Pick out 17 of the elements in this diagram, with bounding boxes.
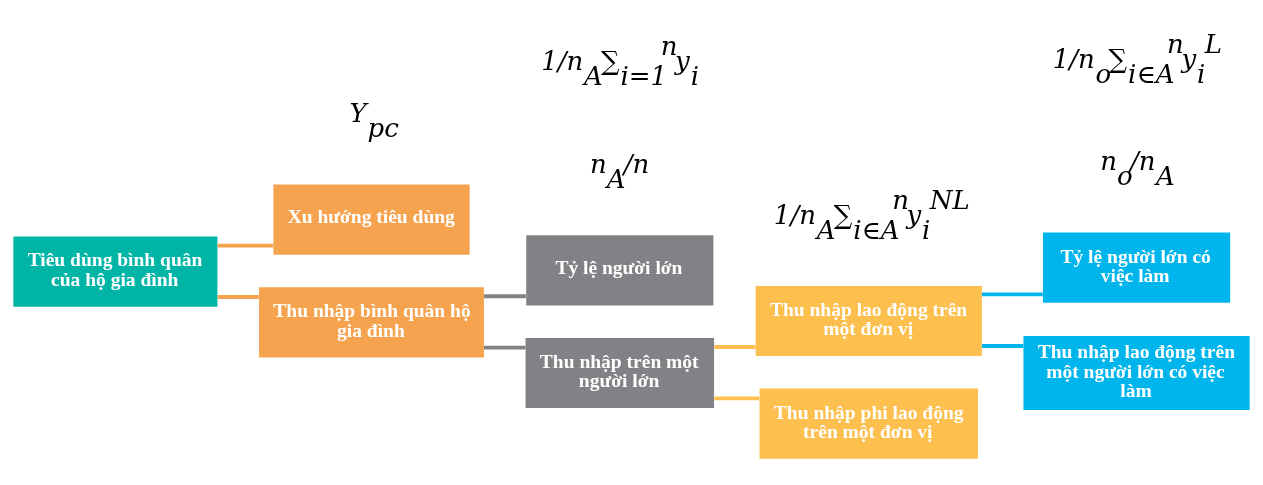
connector bbox=[217, 294, 259, 299]
connector bbox=[484, 293, 526, 298]
node-box: Tỷ lệ người lớn có việc làm bbox=[1042, 232, 1231, 303]
node-box: Thu nhập trên một người lớn bbox=[525, 337, 715, 408]
node-box: Thu nhập phi lao động trên một đơn vị bbox=[759, 388, 978, 459]
node-box: Thu nhập lao động trên một người lớn có việc làm bbox=[1023, 335, 1250, 410]
node-box: Tiêu dùng bình quân của hộ gia đình bbox=[13, 236, 218, 307]
node-box: Xu hướng tiêu dùng bbox=[273, 184, 470, 255]
connector bbox=[981, 291, 1043, 296]
connector bbox=[484, 345, 526, 350]
node-box: Thu nhập bình quân hộ gia đình bbox=[259, 286, 484, 357]
connector bbox=[217, 243, 274, 248]
node-box: Thu nhập lao động trên một đơn vị bbox=[755, 285, 982, 356]
connector bbox=[714, 395, 760, 400]
connector bbox=[714, 344, 756, 349]
connector bbox=[981, 343, 1024, 348]
node-box: Tỷ lệ người lớn bbox=[526, 234, 714, 305]
